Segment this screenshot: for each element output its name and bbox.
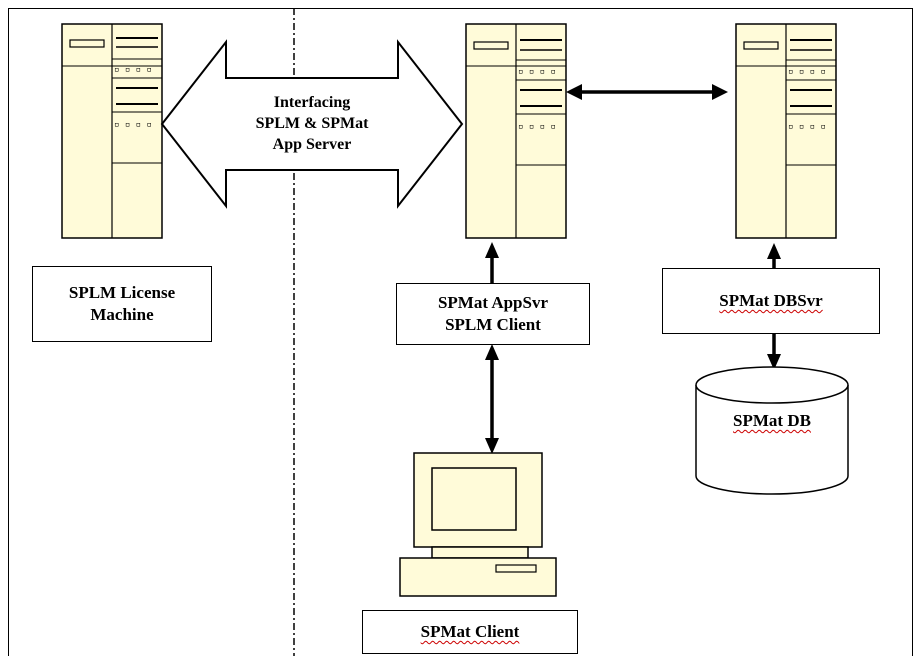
interface-double-arrow <box>160 39 464 209</box>
dbsvr-label: SPMat DBSvr <box>719 291 823 310</box>
client-box: SPMat Client <box>362 610 578 654</box>
license-machine-box: SPLM License Machine <box>32 266 212 342</box>
diagram-frame <box>8 8 913 656</box>
appsvr-dbsvr-arrow <box>566 84 728 100</box>
license-machine-label: SPLM License Machine <box>68 283 176 324</box>
appsvr-box: SPMat AppSvr SPLM Client <box>396 283 590 345</box>
dbsvr-db-arrow <box>767 334 781 370</box>
dbsvr-box: SPMat DBSvr <box>662 268 880 334</box>
desktop-computer-icon <box>399 452 557 597</box>
database-cylinder-icon <box>695 366 849 495</box>
appsvr-up-arrow <box>485 242 499 283</box>
license-server-icon: ▫ ▫ ▫ ▫ ▫ ▫ ▫ ▫ <box>61 23 163 239</box>
interface-label-line3: App Server <box>272 136 352 153</box>
interface-label: Interfacing SPLM & SPMat App Server <box>226 92 398 155</box>
svg-text:▫ ▫ ▫ ▫: ▫ ▫ ▫ ▫ <box>114 120 152 130</box>
db-label: SPMat DB <box>733 411 811 430</box>
svg-text:▫ ▫ ▫ ▫: ▫ ▫ ▫ ▫ <box>788 122 826 132</box>
svg-text:▫ ▫ ▫ ▫: ▫ ▫ ▫ ▫ <box>788 67 826 77</box>
svg-text:▫ ▫ ▫ ▫: ▫ ▫ ▫ ▫ <box>518 122 556 132</box>
appsvr-label-line1: SPMat AppSvr <box>437 293 549 312</box>
appsvr-label-line2: SPLM Client <box>445 315 541 334</box>
interface-label-line1: Interfacing <box>273 94 351 111</box>
svg-text:▫ ▫ ▫ ▫: ▫ ▫ ▫ ▫ <box>114 65 152 75</box>
appsvr-client-arrow <box>485 344 499 454</box>
db-label-wrap: SPMat DB <box>696 411 848 431</box>
interface-label-line2: SPLM & SPMat <box>255 115 369 132</box>
app-server-icon: ▫ ▫ ▫ ▫ ▫ ▫ ▫ ▫ <box>465 23 567 239</box>
client-label: SPMat Client <box>420 622 520 641</box>
db-server-icon: ▫ ▫ ▫ ▫ ▫ ▫ ▫ ▫ <box>735 23 837 239</box>
svg-text:▫ ▫ ▫ ▫: ▫ ▫ ▫ ▫ <box>518 67 556 77</box>
dbsvr-up-arrow <box>767 243 781 268</box>
